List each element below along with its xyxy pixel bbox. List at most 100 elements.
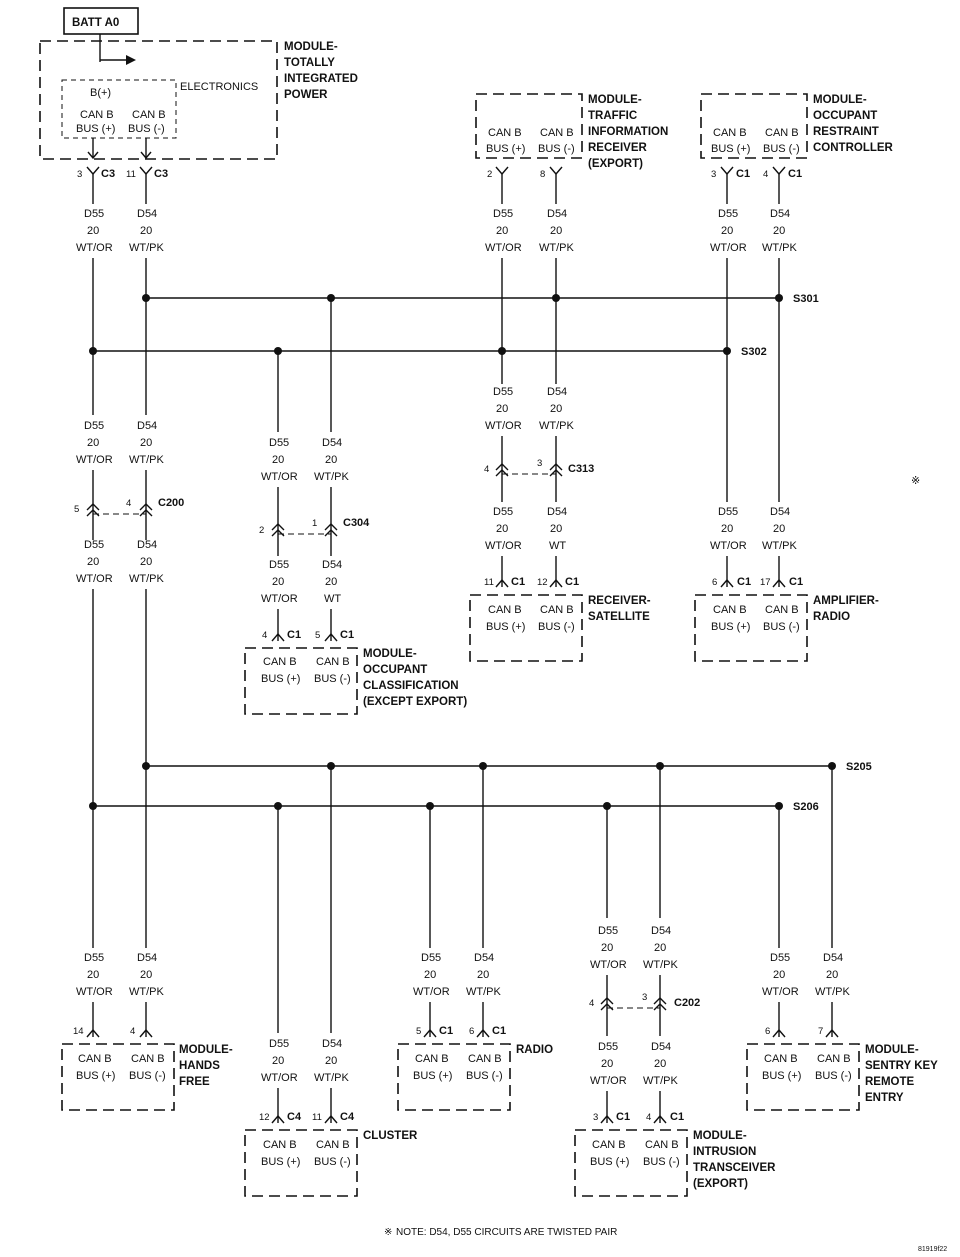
connector-label: C4: [287, 1111, 302, 1123]
wire-label: D54: [137, 539, 157, 551]
traffic-label: RECEIVER: [588, 142, 647, 154]
wire-label: D54: [137, 420, 157, 432]
connector-label: C1: [287, 629, 301, 641]
pin-icon: [600, 1114, 614, 1124]
label: BUS (+): [413, 1070, 452, 1082]
hands-free-box: [61, 1043, 175, 1111]
wire-label: WT/OR: [76, 242, 113, 254]
wire-label: WT/PK: [539, 242, 574, 254]
pin-icon: [423, 1028, 437, 1038]
s302-label: S302: [741, 346, 767, 358]
splice-dot: [723, 347, 731, 355]
occ-class-label: MODULE-: [363, 648, 417, 660]
orc-label: MODULE-: [813, 94, 867, 106]
pin-num: 11: [484, 577, 494, 588]
label: BUS (+): [76, 1070, 115, 1082]
wire-label: WT/OR: [762, 986, 799, 998]
label: CAN B: [415, 1053, 449, 1065]
label: CAN B: [316, 656, 350, 668]
wire-label: WT/PK: [129, 573, 164, 585]
pin-num: 11: [312, 1112, 322, 1123]
wire-label: D54: [547, 506, 567, 518]
label: CAN B: [540, 604, 574, 616]
wire-label: 20: [654, 1058, 666, 1070]
wire-label: D55: [493, 506, 513, 518]
occ-class-label: OCCUPANT: [363, 664, 427, 676]
pin-num: 4: [589, 998, 594, 1009]
wire-label: 20: [272, 454, 284, 466]
tipm-label-3: INTEGRATED: [284, 73, 358, 85]
wire-label: 20: [272, 576, 284, 588]
c200-label: C200: [158, 497, 184, 509]
wire-label: 20: [773, 523, 785, 535]
pin-num: 5: [315, 630, 320, 641]
wire-label: WT: [549, 540, 566, 552]
occ-class-module-box: [244, 647, 358, 715]
pin-num: 8: [540, 169, 545, 180]
figure-id: 81919f22: [918, 1246, 947, 1253]
pin-icon: [324, 632, 338, 642]
wire-label: 20: [601, 1058, 613, 1070]
connector-label: C1: [616, 1111, 630, 1123]
wire-label: D54: [322, 1038, 342, 1050]
pin-num: 4: [130, 1026, 135, 1037]
wire-label: WT/OR: [485, 242, 522, 254]
pin-icon: [271, 1114, 285, 1124]
amplifier-label: AMPLIFIER-: [813, 595, 879, 607]
batt-box: [63, 7, 139, 35]
tipm-box: [39, 40, 278, 160]
label: BUS (-): [538, 143, 575, 155]
connector-label: C1: [789, 576, 803, 588]
label: BUS (-): [643, 1156, 680, 1168]
c200-pin-icon: [139, 509, 153, 517]
pin-icon: [772, 578, 786, 588]
connector-label: C1: [340, 629, 354, 641]
wire-label: 20: [87, 225, 99, 237]
s301-label: S301: [793, 293, 819, 305]
tipm-c3-r: C3: [154, 168, 168, 180]
tipm-pin-l: 3: [77, 169, 82, 180]
orc-label: OCCUPANT: [813, 110, 877, 122]
orc-label: RESTRAINT: [813, 126, 879, 138]
label: BUS (-): [314, 1156, 351, 1168]
pin-num: 3: [537, 458, 542, 469]
tipm-canb-minus: CAN B: [132, 109, 166, 121]
intrusion-label: (EXPORT): [693, 1178, 748, 1190]
sentry-label: REMOTE: [865, 1076, 915, 1088]
sentry-label: MODULE-: [865, 1044, 919, 1056]
wire-label: 20: [550, 403, 562, 415]
label: CAN B: [263, 1139, 297, 1151]
wire-label: WT/OR: [485, 540, 522, 552]
c200-pin-icon: [139, 503, 153, 511]
wire-label: D54: [651, 1041, 671, 1053]
pin-num: 4: [484, 464, 489, 475]
wire-label: 20: [87, 437, 99, 449]
wire-label: 20: [550, 523, 562, 535]
wire-label: D55: [598, 925, 618, 937]
label: BUS (+): [711, 143, 750, 155]
wire-label: D55: [269, 559, 289, 571]
tipm-label-1: MODULE-: [284, 41, 338, 53]
wire-label: 20: [773, 225, 785, 237]
wire-label: WT/PK: [643, 959, 678, 971]
wire-label: D54: [823, 952, 843, 964]
traffic-label: INFORMATION: [588, 126, 668, 138]
connector-label: C1: [736, 168, 750, 180]
label: CAN B: [765, 604, 799, 616]
wire-label: D55: [84, 539, 104, 551]
label: BUS (+): [261, 1156, 300, 1168]
wire-label: WT/PK: [466, 986, 501, 998]
c3-pin-l-icon: [86, 166, 100, 176]
wire-label: D54: [651, 925, 671, 937]
wire-label: WT/OR: [261, 471, 298, 483]
wire-label: WT/OR: [76, 573, 113, 585]
connector-label: C1: [670, 1111, 684, 1123]
c313-label: C313: [568, 463, 594, 475]
label: BUS (-): [538, 621, 575, 633]
b-plus-label: B(+): [90, 87, 111, 99]
pin-icon: [825, 1028, 839, 1038]
tipm-canb-plus: CAN B: [80, 109, 114, 121]
pin-icon: [324, 1114, 338, 1124]
wire-label: D55: [269, 437, 289, 449]
note-mark: ※: [384, 1227, 392, 1238]
